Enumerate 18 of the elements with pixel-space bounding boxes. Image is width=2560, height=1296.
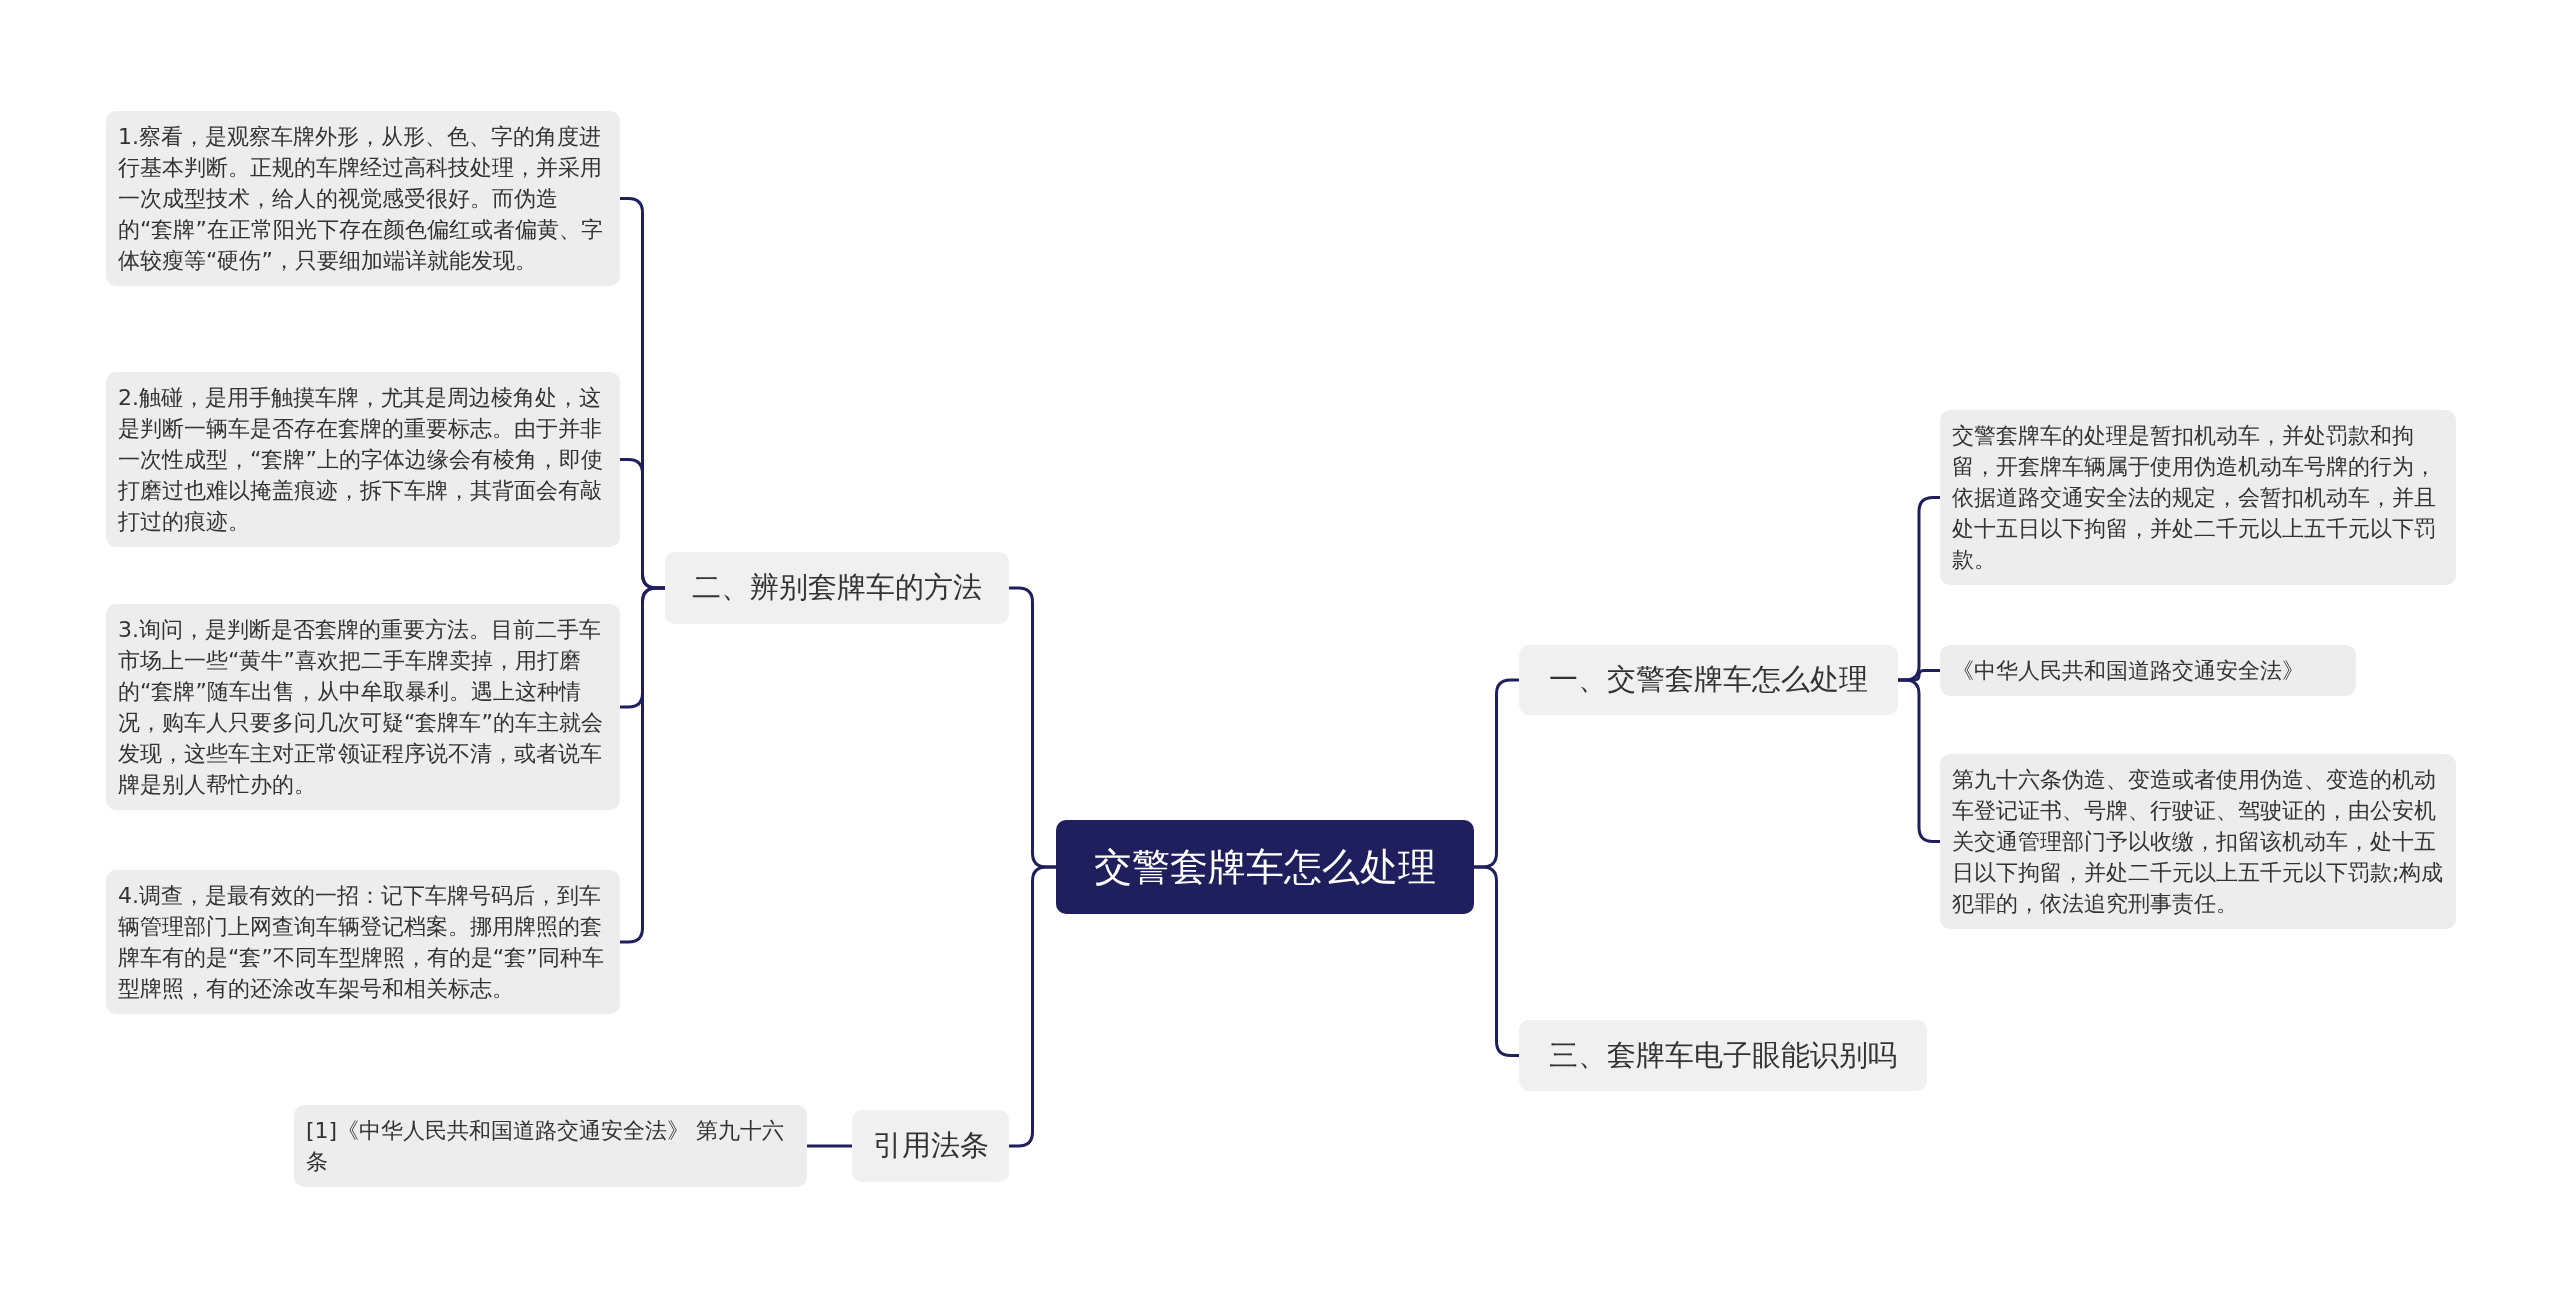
connector-line [1474,865,1519,1057]
note-box: 2.触碰，是用手触摸车牌，尤其是周边棱角处，这是判断一辆车是否存在套牌的重要标志。由于并非一次性成型，“套牌”上的字体边缘会有棱角，即使打磨过也难以掩盖痕迹，拆下车牌，其背面会有敲打过的痕迹。 [106,372,620,547]
topic-box: 三、套牌车电子眼能识别吗 [1519,1020,1927,1091]
note-box: 1.察看，是观察车牌外形，从形、色、字的角度进行基本判断。正规的车牌经过高科技处理，并采用一次成型技术，给人的视觉感受很好。而伪造的“套牌”在正常阳光下存在颜色偏红或者偏黄、字体较瘦等“硬伤”，只要细加端详就能发现。 [106,111,620,286]
connector-line [1009,865,1056,1148]
note-box: [1]《中华人民共和国道路交通安全法》 第九十六条 [294,1105,807,1187]
note-box: 第九十六条伪造、变造或者使用伪造、变造的机动车登记证书、号牌、行驶证、驾驶证的，由公安机关交通管理部门予以收缴，扣留该机动车，处十五日以下拘留，并处二千元以上五千元以下罚款;构成犯罪的，依法追究刑事责任。 [1940,754,2456,929]
connector-line [807,1144,852,1148]
topic-box: 一、交警套牌车怎么处理 [1519,645,1898,715]
topic-box: 引用法条 [852,1110,1009,1182]
topic-box: 二、辨别套牌车的方法 [665,552,1009,624]
note-box: 交警套牌车的处理是暂扣机动车，并处罚款和拘留，开套牌车辆属于使用伪造机动车号牌的行为，依据道路交通安全法的规定，会暂扣机动车，并且处十五日以下拘留，并处二千元以上五千元以下罚款。 [1940,410,2456,585]
note-box: 4.调查，是最有效的一招：记下车牌号码后，到车辆管理部门上网查询车辆登记档案。挪用牌照的套牌车有的是“套”不同车型牌照，有的是“套”同种车型牌照，有的还涂改车架号和相关标志。 [106,870,620,1014]
connector-line [1898,678,1940,843]
note-box: 《中华人民共和国道路交通安全法》 [1940,645,2356,696]
note-box: 3.询问，是判断是否套牌的重要方法。目前二手车市场上一些“黄牛”喜欢把二手车牌卖掉，用打磨的“套牌”随车出售，从中牟取暴利。遇上这种情况，购车人只要多问几次可疑“套牌车”的车主就会发现，这些车主对正常领证程序说不清，或者说车牌是别人帮忙办的。 [106,604,620,810]
connector-line [620,586,665,944]
central-topic-box: 交警套牌车怎么处理 [1056,820,1474,914]
